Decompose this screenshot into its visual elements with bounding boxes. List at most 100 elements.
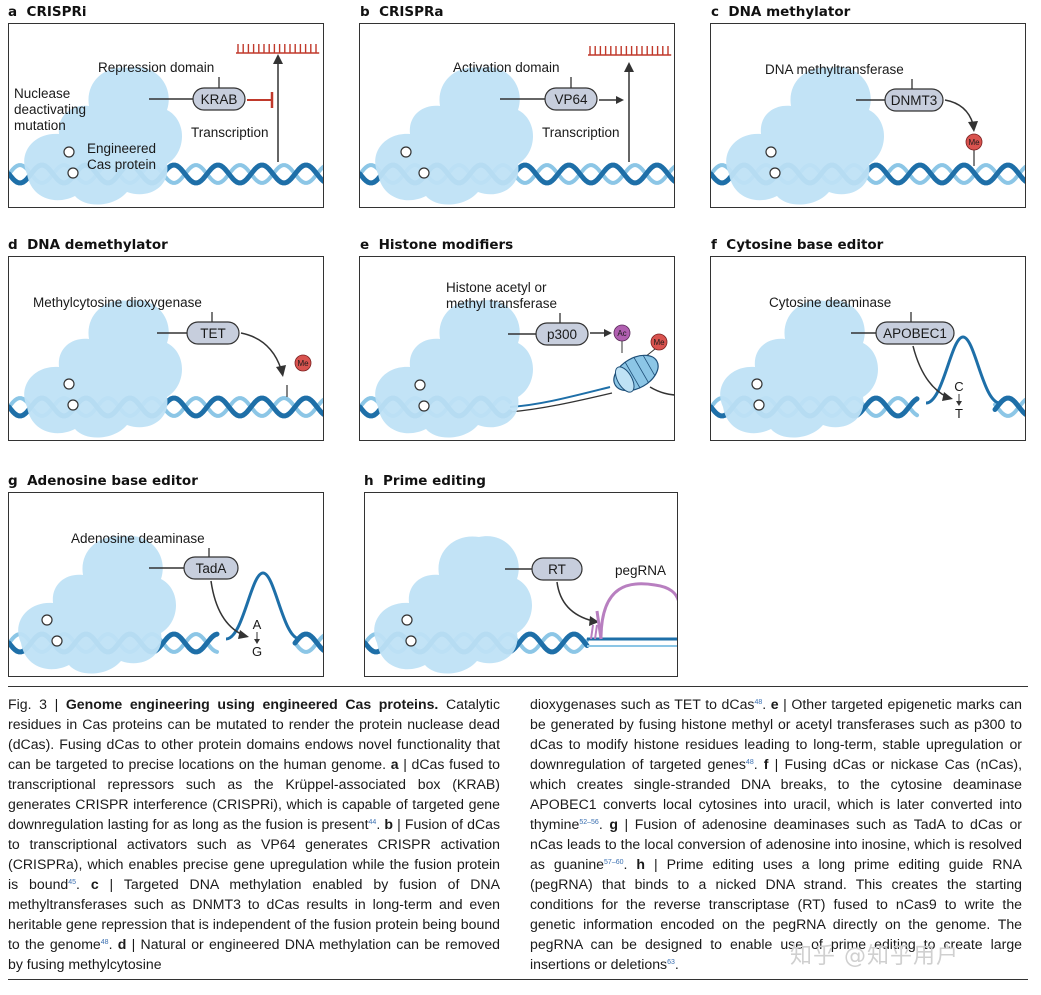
domain-label: DNA methyltransferase: [765, 62, 904, 77]
pegrna-bases: [590, 624, 598, 640]
mutation-dot: [401, 614, 413, 626]
methyl-mark: [650, 333, 668, 351]
cas-label-2: Cas protein: [87, 157, 156, 172]
activation-arrow: [616, 96, 624, 104]
mutation-label-3: mutation: [14, 118, 66, 133]
methyl-label: Me: [653, 338, 665, 347]
reference-superscript: 52–56: [579, 819, 599, 826]
panel-a-figure: Nuclease deactivating mutation Engineere…: [9, 44, 323, 205]
mutation-dot: [63, 146, 75, 158]
cas-protein: [375, 67, 533, 205]
reference-superscript: 48: [100, 939, 109, 946]
transcription-label: Transcription: [542, 125, 620, 140]
panel-e-figure: Histone acetyl or methyl transferase p30…: [360, 280, 674, 438]
transcription-arrow: [273, 54, 283, 64]
panel-b-crispra: Activation domain VP64 Transcription: [359, 23, 675, 208]
protein-label: KRAB: [201, 92, 238, 107]
mutation-dot: [418, 400, 430, 412]
krab-domain: [192, 87, 246, 111]
panel-a-label: a CRISPRi: [8, 4, 87, 20]
panel-d-dna-demethylator: Methylcytosine dioxygenase TET Me: [8, 256, 324, 441]
watermark: 知乎 @知乎用户: [790, 944, 959, 969]
cas-protein: [24, 300, 182, 438]
caption-column-2: dioxygenases such as TET to dCas48. e | …: [530, 694, 1022, 974]
mutation-dot: [67, 399, 79, 411]
panel-f-label: f Cytosine base editor: [711, 237, 884, 253]
methyl-mark: [965, 133, 983, 151]
panel-e-histone-modifiers: Histone acetyl or methyl transferase p30…: [359, 256, 675, 441]
dnmt3-domain: [884, 88, 944, 112]
vp64-domain: [544, 87, 598, 111]
reference-superscript: 48: [745, 759, 754, 766]
panel-h-prime-editing: RT pegRNA: [364, 492, 678, 677]
domain-label-2: methyl transferase: [446, 296, 557, 311]
reference-superscript: 48: [754, 699, 763, 706]
demethylation-arrow: [276, 365, 286, 377]
reference-superscript: 63: [667, 959, 675, 966]
panel-c-figure: DNA methyltransferase DNMT3 Me: [711, 62, 1025, 205]
panel-c-label: c DNA methylator: [711, 4, 851, 20]
dna-to-nucleosome: [509, 386, 611, 408]
mrna-ticks: [588, 46, 672, 56]
mutation-dot: [769, 167, 781, 179]
cas-protein: [726, 67, 884, 205]
domain-label: Repression domain: [98, 60, 214, 75]
panel-h-figure: RT pegRNA: [365, 536, 677, 674]
panel-a-crispri: Nuclease deactivating mutation Engineere…: [8, 23, 324, 208]
reference-superscript: 57–60: [604, 859, 624, 866]
mutation-dot: [418, 167, 430, 179]
domain-label: Methylcytosine dioxygenase: [33, 295, 202, 310]
pegrna-label: pegRNA: [615, 563, 666, 578]
figure-title: Genome engineering using engineered Cas …: [65, 696, 439, 712]
protein-label: DNMT3: [891, 93, 938, 108]
cas-protein: [24, 67, 182, 205]
caption-text-1: Catalytic residues in Cas proteins can b…: [8, 696, 501, 972]
panel-g-figure: Adenosine deaminase TadA A G: [9, 531, 323, 674]
panel-b-figure: Activation domain VP64 Transcription: [360, 46, 674, 205]
mutation-dot: [751, 378, 763, 390]
mutation-dot: [67, 167, 79, 179]
panel-c-dna-methylator: DNA methyltransferase DNMT3 Me: [710, 23, 1026, 208]
mutation-dot: [41, 614, 53, 626]
panel-b-label: b CRISPRa: [360, 4, 444, 20]
nucleosome: [613, 354, 659, 393]
caption-text-2: dioxygenases such as TET to dCas48. e | …: [530, 696, 1023, 972]
panel-f-figure: Cytosine deaminase APOBEC1 C T: [711, 295, 1025, 438]
base-from: A: [253, 617, 262, 632]
methylation-arrow: [968, 121, 978, 132]
protein-label: TET: [200, 326, 226, 341]
protein-label: VP64: [554, 92, 588, 107]
domain-label: Adenosine deaminase: [71, 531, 205, 546]
cas-label-1: Engineered: [87, 141, 156, 156]
deamination-arrow: [942, 392, 953, 401]
mutation-label-2: deactivating: [14, 102, 86, 117]
base-to: G: [252, 644, 262, 659]
protein-label: RT: [548, 562, 566, 577]
caption-bottom-rule: [8, 979, 1028, 980]
protein-label: APOBEC1: [883, 326, 947, 341]
deamination-arrow: [238, 630, 249, 639]
panel-d-figure: Methylcytosine dioxygenase TET Me: [9, 295, 323, 438]
mutation-dot: [765, 146, 777, 158]
tet-domain: [186, 321, 240, 345]
panel-g-label: g Adenosine base editor: [8, 473, 198, 489]
transcription-arrow: [624, 62, 634, 72]
reference-superscript: 44: [368, 819, 377, 826]
mrna-ticks: [236, 44, 320, 54]
methyl-label: Me: [968, 138, 980, 147]
figure-number: Fig. 3 |: [8, 696, 66, 712]
modification-arrow: [604, 329, 612, 337]
acetyl-label: Ac: [617, 329, 626, 338]
base-to: T: [955, 406, 963, 421]
reference-superscript: 45: [68, 879, 77, 886]
panel-h-label: h Prime editing: [364, 473, 486, 489]
mutation-dot: [414, 379, 426, 391]
caption-top-rule: [8, 686, 1028, 687]
mutation-dot: [51, 635, 63, 647]
rt-domain: [531, 557, 583, 581]
protein-label: p300: [547, 327, 577, 342]
transcription-label: Transcription: [191, 125, 269, 140]
panel-e-label: e Histone modifiers: [360, 237, 514, 253]
methyl-mark: [294, 354, 312, 372]
mutation-dot: [63, 378, 75, 390]
